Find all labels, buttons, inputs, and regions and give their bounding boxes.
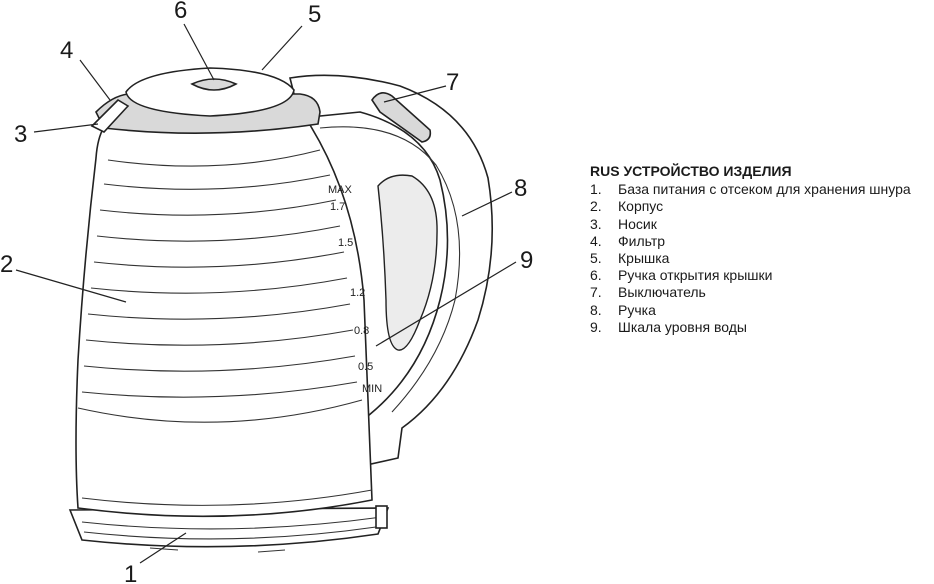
legend-item-number: 1. [590, 181, 602, 198]
callout-6: 6 [174, 0, 187, 24]
legend-item: 2. Корпус [590, 198, 930, 215]
legend-item-number: 9. [590, 318, 602, 335]
legend-item: 3. Носик [590, 216, 930, 233]
legend-item-number: 6. [590, 267, 602, 284]
callout-numbers: 1 2 3 4 5 6 7 8 9 [0, 0, 533, 584]
legend-item-text: База питания с отсеком для хранения шнур… [618, 181, 911, 198]
callout-4: 4 [60, 37, 73, 64]
kettle-body [75, 119, 373, 518]
legend-item-number: 4. [590, 232, 602, 249]
legend-item-text: Крышка [618, 250, 670, 267]
scale-1-5: 1.5 [338, 237, 353, 249]
callout-7: 7 [446, 69, 459, 96]
scale-1-2: 1.2 [350, 287, 365, 299]
legend-list: 1. База питания с отсеком для хранения шн… [590, 181, 930, 336]
legend-title: RUS УСТРОЙСТВО ИЗДЕЛИЯ [590, 163, 792, 179]
legend-item-number: 2. [590, 198, 602, 215]
scale-0-8: 0.8 [354, 325, 369, 337]
callout-1: 1 [124, 561, 137, 584]
kettle-handle [289, 74, 494, 467]
scale-1-7: 1.7 [330, 201, 345, 213]
callout-3: 3 [14, 121, 27, 148]
legend-item-text: Корпус [618, 198, 664, 215]
legend-item-text: Фильтр [618, 232, 666, 249]
scale-min: MIN [362, 383, 382, 395]
parts-legend: RUS УСТРОЙСТВО ИЗДЕЛИЯ 1. База питания с … [590, 163, 930, 336]
callout-8: 8 [514, 175, 527, 202]
power-switch [371, 92, 432, 143]
legend-item-text: Носик [618, 215, 657, 232]
legend-item: 6. Ручка открытия крышки [590, 267, 930, 284]
legend-item-number: 7. [590, 284, 602, 301]
legend-item-text: Шкала уровня воды [618, 318, 747, 335]
legend-item: 1. База питания с отсеком для хранения шн… [590, 181, 930, 198]
legend-item-text: Ручка [618, 301, 656, 318]
legend-item: 9. Шкала уровня воды [590, 319, 930, 336]
callout-2: 2 [0, 251, 13, 278]
legend-item-number: 3. [590, 215, 602, 232]
callout-5: 5 [308, 1, 321, 28]
kettle-spout [90, 98, 130, 133]
kettle-lid [95, 67, 321, 134]
legend-item-number: 5. [590, 250, 602, 267]
legend-item-number: 8. [590, 301, 602, 318]
power-base [68, 505, 390, 553]
legend-item: 4. Фильтр [590, 233, 930, 250]
water-level-scale: MAX 1.7 1.5 1.2 0.8 0.5 MIN [328, 184, 382, 395]
kettle-diagram: MAX 1.7 1.5 1.2 0.8 0.5 MIN 1 2 3 4 5 6 … [0, 0, 533, 584]
callout-9: 9 [520, 247, 533, 274]
legend-item-text: Выключатель [618, 284, 706, 301]
legend-item-text: Ручка открытия крышки [618, 267, 773, 284]
scale-0-5: 0.5 [358, 361, 373, 373]
legend-item: 5. Крышка [590, 250, 930, 267]
leader-lines [15, 23, 517, 564]
scale-max: MAX [328, 184, 353, 196]
legend-item: 8. Ручка [590, 302, 930, 319]
legend-item: 7. Выключатель [590, 284, 930, 301]
